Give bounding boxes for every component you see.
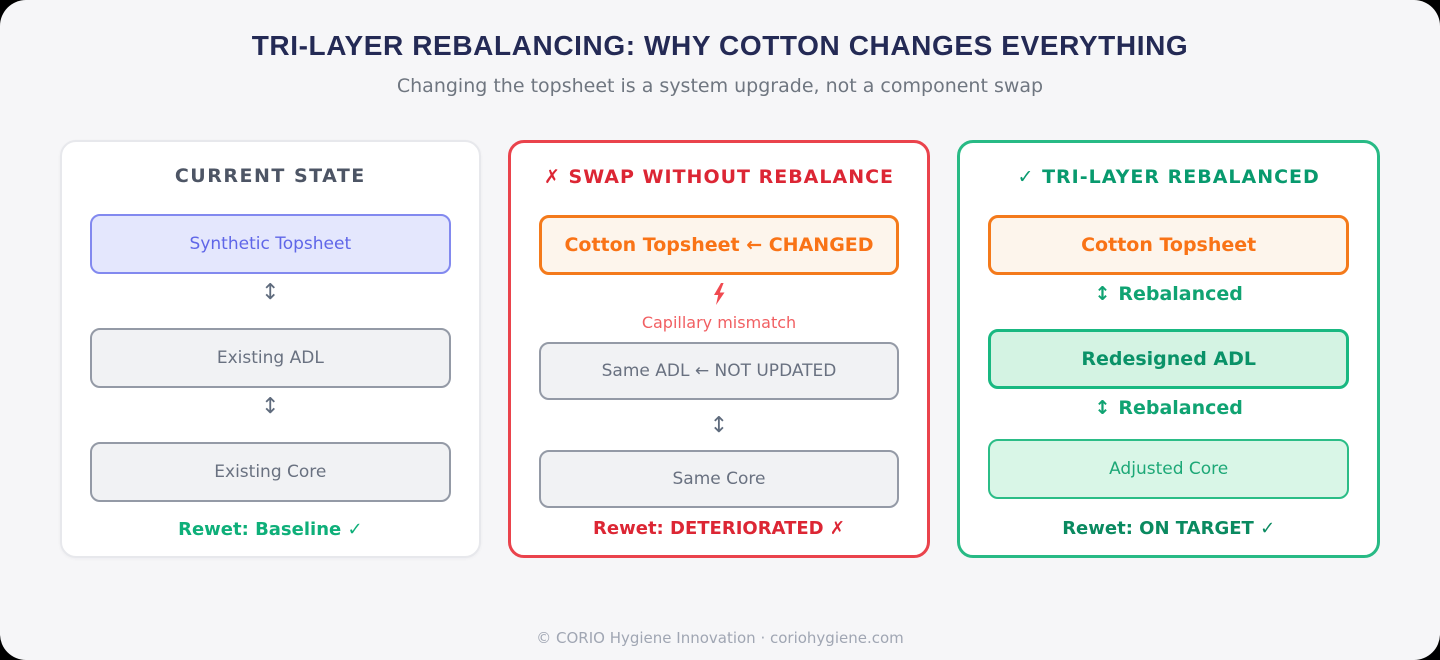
page-title: TRI-LAYER REBALANCING: WHY COTTON CHANGE… <box>251 30 1189 61</box>
updown-arrow-icon: ↕ <box>1094 283 1111 305</box>
updown-arrow-icon: ↕ <box>261 279 280 305</box>
updown-arrow-icon: ↕ <box>261 393 280 419</box>
lightning-icon <box>714 283 725 305</box>
card-current-state: CURRENT STATE Synthetic Topsheet ↕ Exist… <box>60 140 481 558</box>
card-current-header: CURRENT STATE <box>174 165 366 187</box>
rebalanced-connector: ↕ Rebalanced <box>988 281 1349 307</box>
card-swap-without-rebalance: ✗ SWAP WITHOUT REBALANCE Cotton Topsheet… <box>507 140 931 558</box>
comparison-cards-row: CURRENT STATE Synthetic Topsheet ↕ Exist… <box>60 140 1381 558</box>
rebalanced-connector: ↕ Rebalanced <box>988 395 1349 421</box>
page-subtitle: Changing the topsheet is a system upgrad… <box>396 75 1044 97</box>
layer-cotton-topsheet-changed: Cotton Topsheet ← CHANGED <box>538 215 900 275</box>
card-swap-footer: Rewet: DETERIORATED ✗ <box>593 518 845 539</box>
copyright-footer: © CORIO Hygiene Innovation · coriohygien… <box>536 629 904 647</box>
rebalanced-label: Rebalanced <box>1118 283 1243 305</box>
layer-cotton-topsheet: Cotton Topsheet <box>988 215 1350 275</box>
card-rebalanced-footer: Rewet: ON TARGET ✓ <box>1062 518 1276 539</box>
layer-same-adl: Same ADL ← NOT UPDATED <box>538 342 900 400</box>
updown-arrow-icon: ↕ <box>709 412 729 438</box>
layer-same-core: Same Core <box>538 450 900 508</box>
layer-adjusted-core: Adjusted Core <box>988 439 1350 499</box>
card-tri-layer-rebalanced: ✓ TRI-LAYER REBALANCED Cotton Topsheet ↕… <box>957 140 1381 558</box>
rebalanced-label: Rebalanced <box>1118 397 1243 419</box>
card-swap-header: ✗ SWAP WITHOUT REBALANCE <box>543 166 895 188</box>
card-rebalanced-header: ✓ TRI-LAYER REBALANCED <box>1017 166 1320 188</box>
card-current-footer: Rewet: Baseline ✓ <box>178 519 363 540</box>
layer-existing-adl: Existing ADL <box>90 328 451 388</box>
layer-existing-core: Existing Core <box>90 442 451 502</box>
layer-redesigned-adl: Redesigned ADL <box>988 329 1350 389</box>
mismatch-indicator <box>539 283 900 307</box>
capillary-mismatch-label: Capillary mismatch <box>641 313 797 332</box>
updown-arrow-icon: ↕ <box>1094 397 1111 419</box>
layer-synthetic-topsheet: Synthetic Topsheet <box>90 214 451 274</box>
